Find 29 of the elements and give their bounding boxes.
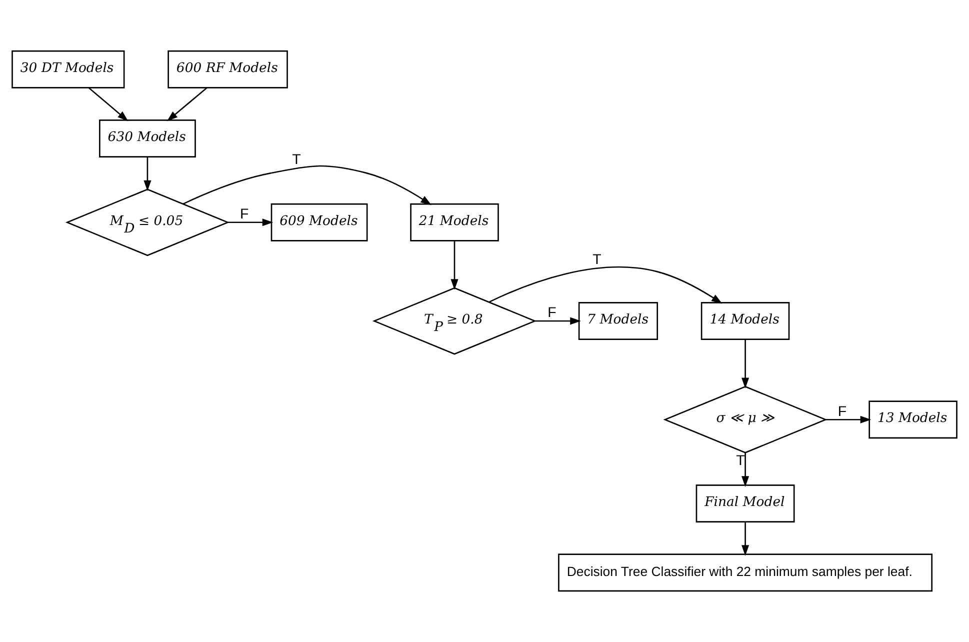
arrow <box>488 266 722 304</box>
node-box: Decision Tree Classifier with 22 minimum samples per leaf. <box>558 554 932 592</box>
edge-label: T <box>292 152 301 168</box>
edge-label: F <box>548 305 556 322</box>
edge-label: F <box>240 206 249 223</box>
arrow <box>742 453 750 487</box>
edge-label: T <box>592 252 602 268</box>
arrow <box>166 88 208 122</box>
node-box: 21 Models <box>410 203 499 242</box>
edge-label: T <box>736 452 745 469</box>
arrow <box>88 88 128 122</box>
node-box: 14 Models <box>700 302 790 340</box>
node-diamond: σ ≪ μ ≫ <box>663 386 828 454</box>
arrow <box>535 317 581 325</box>
node-box: 600 RF Models <box>168 50 288 88</box>
node-box: 630 Models <box>99 120 196 158</box>
arrow <box>742 522 750 556</box>
arrow <box>182 165 432 206</box>
node-box: 7 Models <box>578 302 658 340</box>
arrow <box>826 416 872 424</box>
node-box: 13 Models <box>868 400 958 439</box>
arrow <box>450 241 458 290</box>
node-box: 30 DT Models <box>12 50 125 88</box>
arrow <box>742 340 750 389</box>
arrow <box>228 218 274 226</box>
edge-label: F <box>838 404 847 420</box>
node-box: 609 Models <box>270 203 368 242</box>
arrow <box>144 156 152 192</box>
node-box: Final Model <box>696 484 795 522</box>
